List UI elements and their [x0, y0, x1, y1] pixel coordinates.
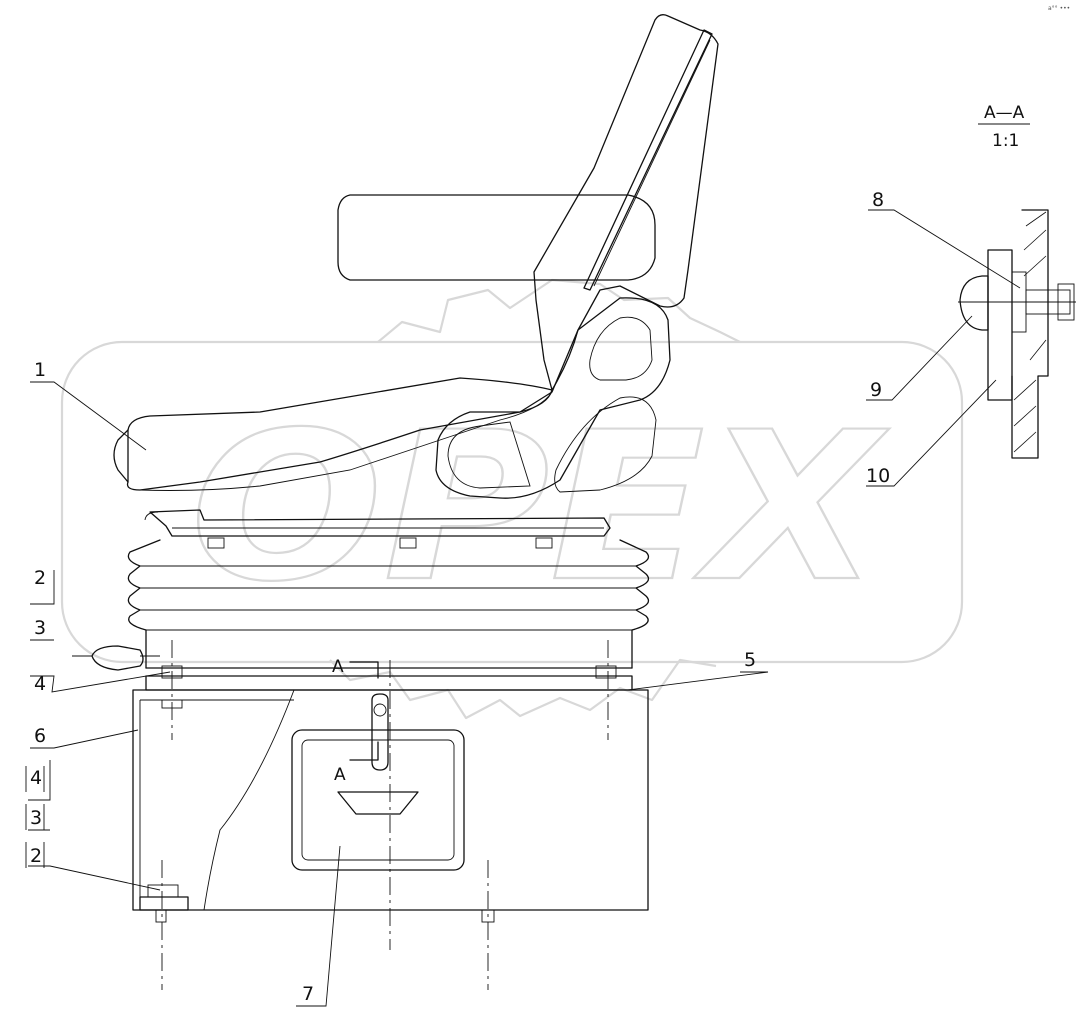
- watermark-badge: [60, 340, 964, 664]
- centerlines: [161, 640, 609, 990]
- watermark-text: OPEX: [190, 389, 890, 627]
- seat-backrest: [337, 14, 719, 391]
- callout-9: 9: [870, 379, 882, 401]
- callout-4: 4: [34, 673, 46, 695]
- side-bracket: [435, 297, 671, 499]
- section-scale: 1:1: [992, 131, 1019, 151]
- adjust-handle: [72, 645, 160, 671]
- callout-6: 6: [34, 725, 46, 747]
- callout-lower-3: 3: [30, 807, 42, 829]
- section-marker-bottom: A: [334, 765, 346, 785]
- callout-3: 3: [34, 617, 46, 639]
- section-marker-top: A: [332, 657, 344, 677]
- suspension-bellows: [127, 539, 650, 669]
- document-pocket: [291, 693, 465, 871]
- seat-box: [132, 689, 649, 923]
- callout-lower-4: 4: [30, 767, 42, 789]
- callouts: 1 2 3 4 5 6 7 8 9 10 4 3 2: [25, 189, 890, 1005]
- leader-lines: [28, 209, 1021, 1007]
- callout-lower-2: 2: [30, 845, 42, 867]
- callout-8: 8: [872, 189, 884, 211]
- callout-7: 7: [302, 983, 314, 1005]
- seat-cushion: [113, 377, 553, 491]
- callout-1: 1: [34, 359, 46, 381]
- section-title: A—A: [984, 103, 1025, 123]
- corner-mark: a°° •••: [1048, 5, 1070, 12]
- callout-5: 5: [744, 649, 756, 671]
- section-view-a-a: A—A 1:1: [958, 103, 1076, 459]
- watermark-logo: OPEX: [60, 278, 964, 720]
- base-plate: [145, 665, 633, 691]
- section-cut-markers: A A: [332, 657, 379, 785]
- callout-10: 10: [866, 465, 890, 487]
- slide-rail: [144, 509, 611, 549]
- callout-2: 2: [34, 567, 46, 589]
